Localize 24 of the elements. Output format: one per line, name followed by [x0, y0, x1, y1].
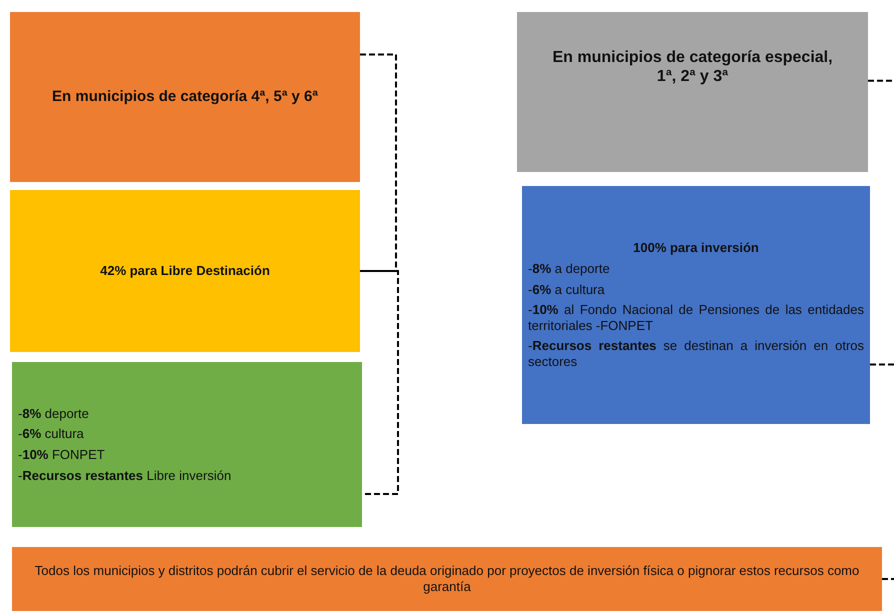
category-box — [517, 12, 868, 172]
note-box — [12, 547, 882, 611]
box-heading: 42% para Libre Destinación — [99, 263, 271, 279]
box-heading: 100% para inversión — [632, 240, 760, 256]
connector-line — [870, 364, 894, 366]
allocation-box — [12, 362, 362, 527]
list-item: -10% al Fondo Nacional de Pensiones de las entidades territoriales -FONPET — [528, 302, 864, 334]
list-item: -6% a cultura — [528, 282, 606, 298]
allocation-box — [10, 190, 360, 352]
list-item: -6% cultura — [18, 426, 85, 442]
list-item: -8% deporte — [18, 406, 90, 422]
note-text: Todos los municipios y distritos podrán cubrir el servicio de la deuda originado por proyectos de inversión física o pignorar estos recursos como garantía — [34, 563, 860, 595]
box-heading: En municipios de categoría especial, 1ª, 2ª y 3ª — [551, 48, 834, 86]
connector-line — [882, 578, 894, 580]
box-heading: En municipios de categoría 4ª, 5ª y 6ª — [51, 88, 319, 106]
connector-line — [360, 54, 397, 272]
connector-line — [868, 80, 894, 82]
allocation-box — [522, 186, 870, 424]
connector-line — [360, 270, 399, 495]
list-item: -8% a deporte — [528, 261, 611, 277]
list-item: -10% FONPET — [18, 447, 106, 463]
category-box — [10, 12, 360, 182]
list-item: -Recursos restantes se destinan a inversión en otros sectores — [528, 338, 864, 370]
list-item: -Recursos restantes Libre inversión — [18, 468, 232, 484]
